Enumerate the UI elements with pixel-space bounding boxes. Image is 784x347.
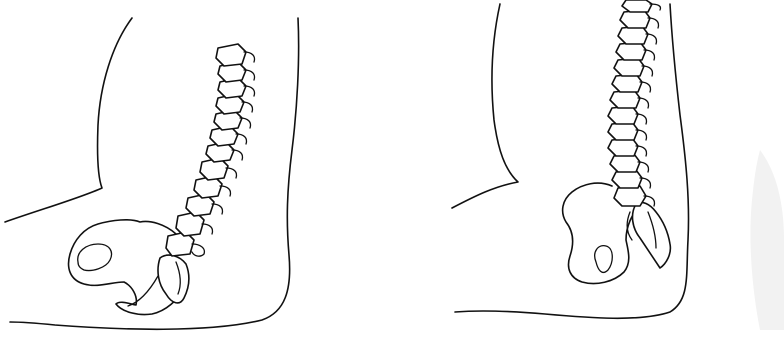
right-vertebra <box>622 0 652 12</box>
left-spine <box>166 44 255 256</box>
left-vertebra-process <box>202 224 213 234</box>
right-sacrum <box>633 202 671 268</box>
left-front-outline <box>5 18 132 222</box>
right-figure <box>452 0 689 318</box>
right-front-outline <box>452 4 518 208</box>
paper-smudge <box>750 150 784 330</box>
right-vertebra <box>614 186 646 206</box>
left-figure <box>5 18 299 329</box>
left-vertebra-process <box>192 244 204 256</box>
left-vertebra <box>216 44 246 66</box>
right-spine <box>608 0 661 206</box>
